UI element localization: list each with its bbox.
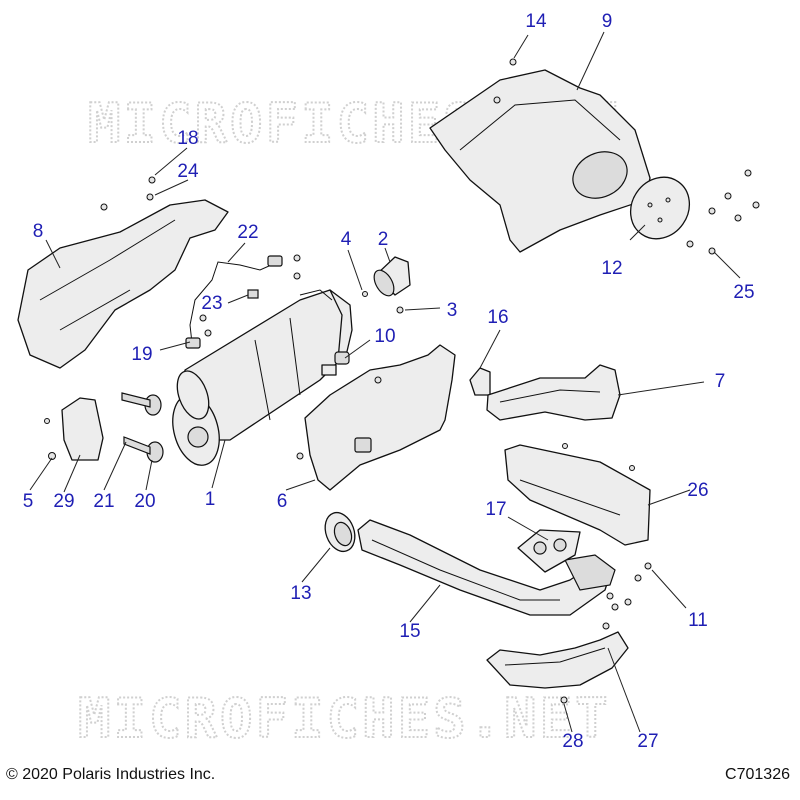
part-bolt-21[interactable] <box>121 392 151 455</box>
callout-26[interactable]: 26 <box>687 480 708 501</box>
part-heat-shield-upper[interactable] <box>429 69 651 253</box>
watermark-bottom: MICROFICHES.NET <box>78 687 611 750</box>
part-pipe-elbow-7[interactable] <box>486 364 621 421</box>
bolt-4[interactable] <box>362 291 368 297</box>
callout-25[interactable]: 25 <box>733 282 754 303</box>
part-bumper-16[interactable] <box>469 367 491 396</box>
callout-27[interactable]: 27 <box>637 731 658 752</box>
callout-10[interactable]: 10 <box>374 326 395 347</box>
callout-labels: 1 2 3 4 5 6 7 8 9 10 11 12 13 14 15 16 1… <box>23 11 755 752</box>
callout-29[interactable]: 29 <box>53 491 74 512</box>
part-tail-cap[interactable] <box>370 256 411 299</box>
callout-20[interactable]: 20 <box>134 491 155 512</box>
callout-14[interactable]: 14 <box>525 11 547 32</box>
callout-11[interactable]: 11 <box>688 610 708 631</box>
callout-5[interactable]: 5 <box>23 491 34 512</box>
callout-13[interactable]: 13 <box>290 583 311 604</box>
bolt-28[interactable] <box>560 696 568 704</box>
callout-16[interactable]: 16 <box>487 307 508 328</box>
part-oxygen-sensor[interactable] <box>185 255 283 349</box>
callout-22[interactable]: 22 <box>237 222 258 243</box>
callout-12[interactable]: 12 <box>601 258 622 279</box>
callout-7[interactable]: 7 <box>715 371 726 392</box>
callout-21[interactable]: 21 <box>93 491 114 512</box>
part-gasket-13[interactable] <box>320 508 360 555</box>
bolt-5b[interactable] <box>44 418 50 424</box>
callout-9[interactable]: 9 <box>602 11 613 32</box>
callout-1[interactable]: 1 <box>205 489 216 510</box>
callout-17[interactable]: 17 <box>485 499 506 520</box>
callout-3[interactable]: 3 <box>447 300 458 321</box>
callout-15[interactable]: 15 <box>399 621 420 642</box>
leader-lines <box>29 31 741 733</box>
part-lower-shield-27[interactable] <box>486 631 629 689</box>
bolt-5[interactable] <box>48 452 56 460</box>
callout-6[interactable]: 6 <box>277 491 288 512</box>
fastener-group-upper-right[interactable] <box>493 58 760 255</box>
callout-2[interactable]: 2 <box>378 229 389 250</box>
callout-19[interactable]: 19 <box>131 344 152 365</box>
callout-28[interactable]: 28 <box>562 731 583 752</box>
fastener-group-left[interactable] <box>100 176 156 211</box>
part-bracket-29[interactable] <box>61 397 104 461</box>
fastener-group-11[interactable] <box>602 562 652 630</box>
part-spring-10[interactable] <box>321 351 350 376</box>
document-code: C701326 <box>725 766 790 783</box>
callout-24[interactable]: 24 <box>177 161 199 182</box>
callout-8[interactable]: 8 <box>33 221 44 242</box>
callout-18[interactable]: 18 <box>177 128 198 149</box>
bolt-3[interactable] <box>396 306 404 314</box>
part-round-cover[interactable] <box>619 166 702 251</box>
part-heat-shield-left[interactable] <box>17 199 229 369</box>
callout-4[interactable]: 4 <box>341 229 352 250</box>
part-heat-shield-26[interactable] <box>504 443 651 546</box>
part-exhaust-pipe-15[interactable] <box>357 519 616 616</box>
callout-23[interactable]: 23 <box>201 293 222 314</box>
copyright-notice: © 2020 Polaris Industries Inc. <box>6 766 216 783</box>
part-heat-shield-center[interactable] <box>296 344 456 491</box>
